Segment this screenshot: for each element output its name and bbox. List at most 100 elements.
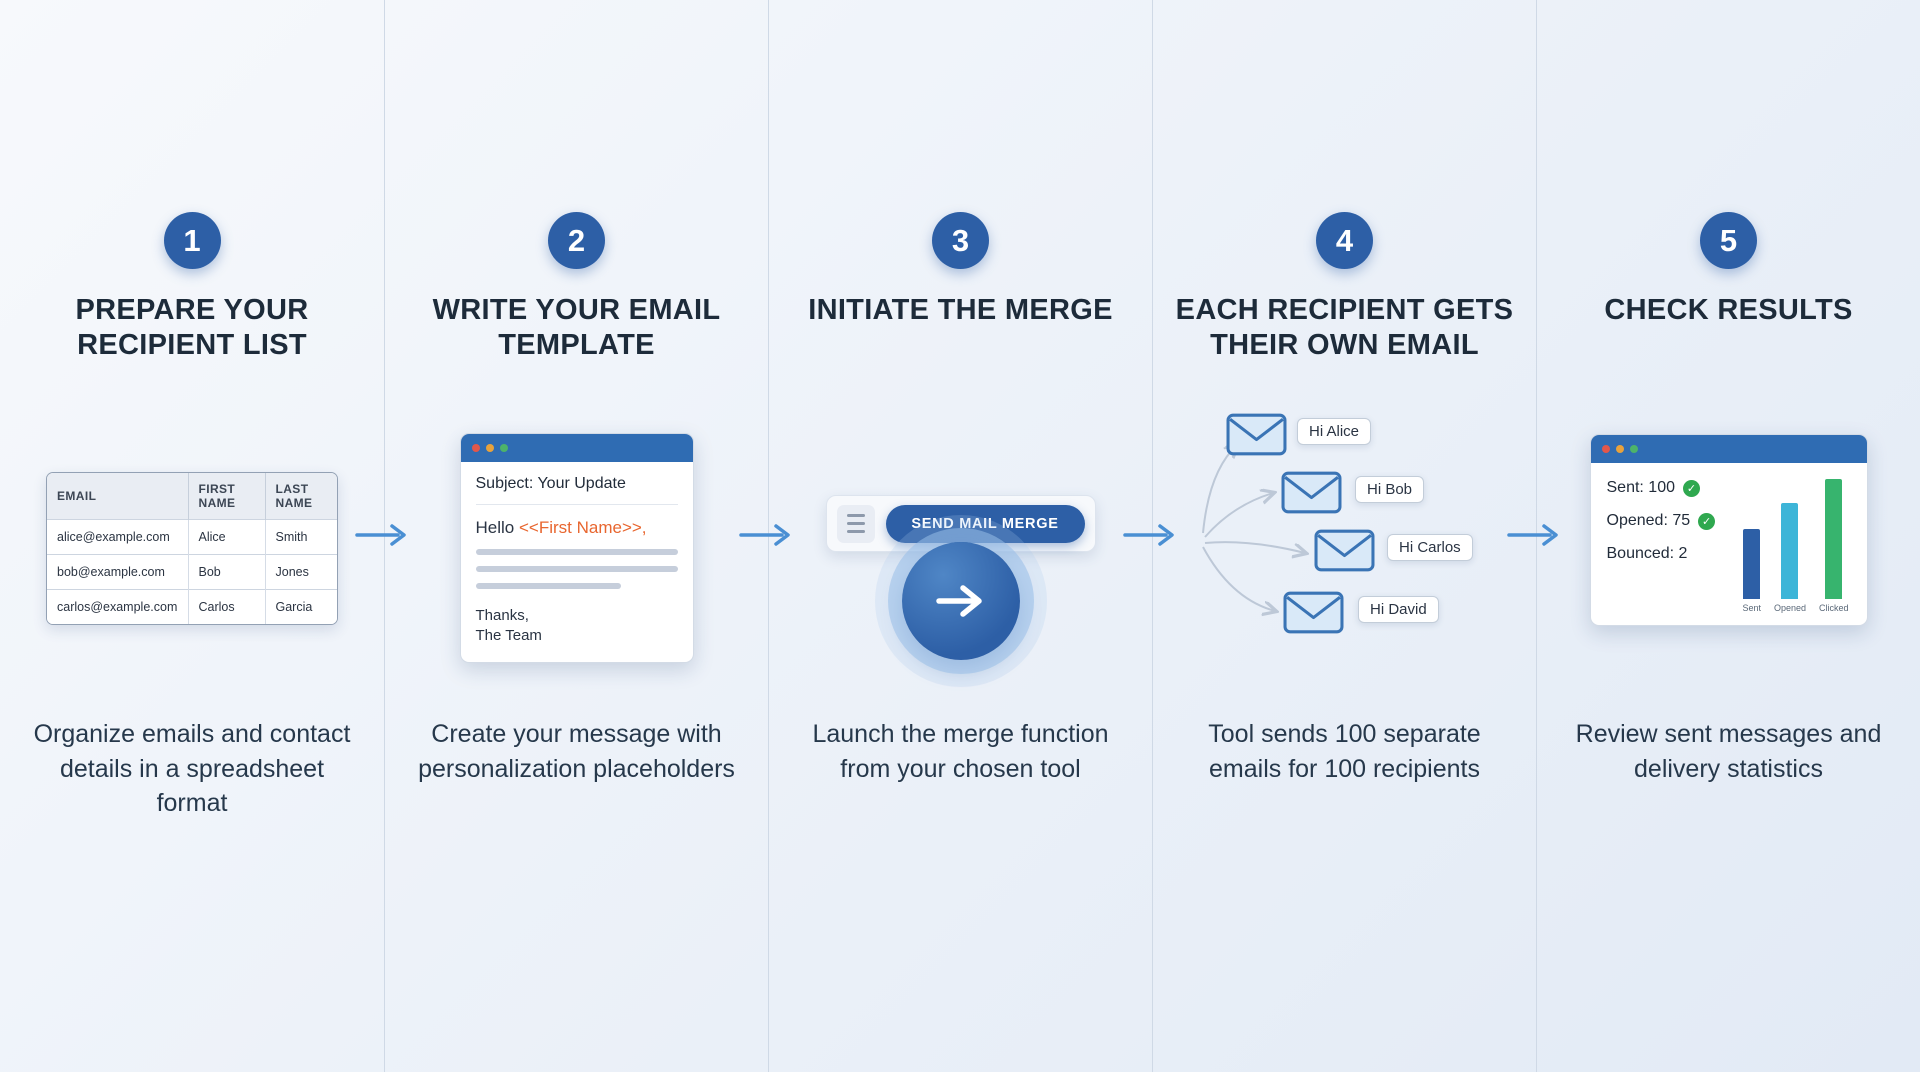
window-dot-green-icon [1629,445,1638,453]
step-2-illustration: Subject: Your Update Hello <<First Name>… [385,387,768,709]
email-template-body: Subject: Your Update Hello <<First Name>… [461,462,693,663]
bar [1781,503,1799,599]
table-cell: Bob [187,553,265,589]
stat-label: Opened: 75 [1606,512,1691,529]
recipient-tag-carlos: Hi Carlos [1387,534,1473,561]
email-signoff: Thanks, The Team [476,606,678,647]
flow-arrow-icon [1507,524,1558,546]
table-row: carlos@example.com Carlos Garcia [47,588,337,624]
recipient-tag-david: Hi David [1358,596,1439,623]
email-template-window: Subject: Your Update Hello <<First Name>… [459,432,694,664]
flow-arrow-icon [1123,524,1174,546]
window-dot-red-icon [471,443,480,452]
bar [1743,529,1761,599]
window-titlebar [460,433,693,462]
signoff-line-2: The Team [475,627,542,644]
stat-label: Sent: 100 [1606,479,1676,496]
merge-field-placeholder: <<First Name>>, [518,517,647,537]
bar-label: Sent [1742,603,1761,613]
window-dot-red-icon [1601,445,1610,453]
window-dot-orange-icon [1615,445,1624,453]
stat-sent: Sent: 100 ✓ [1607,479,1737,497]
envelope-icon [1314,529,1375,577]
table-row: alice@example.com Alice Smith [47,518,337,554]
launch-merge-arrow-button[interactable] [901,542,1020,660]
table-row: bob@example.com Bob Jones [47,553,337,589]
signoff-line-1: Thanks, [475,606,529,624]
recipient-tag-bob: Hi Bob [1355,476,1425,503]
step-column-3: 3 INITIATE THE MERGE SEND MAIL MERGE Lau… [768,0,1152,1072]
table-cell: bob@example.com [47,553,188,589]
flow-arrow-icon [739,524,790,546]
step-1-illustration: EMAIL FIRST NAME LAST NAME alice@example… [0,387,384,709]
table-cell: alice@example.com [47,518,188,554]
check-icon: ✓ [1698,512,1716,530]
step-5-number-badge: 5 [1700,212,1757,269]
step-3-title: INITIATE THE MERGE [808,294,1113,326]
step-5-illustration: Sent: 100 ✓ Opened: 75 ✓ Bounced: 2 [1537,387,1920,709]
step-4-title: EACH RECIPIENT GETS THEIR OWN EMAIL [1175,294,1514,362]
email-greeting-line: Hello <<First Name>>, [476,518,678,538]
results-bar-chart: Sent Opened Clicked [1742,479,1852,613]
table-cell: Smith [264,518,337,554]
bar-label: Clicked [1818,603,1849,613]
envelope-icon [1281,471,1342,519]
column-header-first-name: FIRST NAME [187,472,265,519]
step-4-illustration: Hi Alice Hi Bob Hi Carlos Hi David [1153,387,1536,709]
table-cell: carlos@example.com [47,588,188,624]
step-3-description: Launch the merge function from your chos… [812,720,1109,783]
column-header-email: EMAIL [47,472,188,519]
bar-sent: Sent [1742,529,1761,613]
column-header-last-name: LAST NAME [264,472,337,519]
step-2-number-badge: 2 [548,212,605,269]
bar-label: Opened [1773,603,1806,613]
bar-opened: Opened [1774,503,1806,613]
results-window: Sent: 100 ✓ Opened: 75 ✓ Bounced: 2 [1589,434,1868,626]
send-mail-merge-button[interactable]: SEND MAIL MERGE [885,504,1085,543]
table-cell: Alice [187,518,265,554]
hamburger-menu-icon [836,504,875,543]
step-5-description: Review sent messages and delivery statis… [1575,720,1882,783]
table-cell: Garcia [264,588,337,624]
step-column-5: 5 CHECK RESULTS Sent: 100 ✓ Open [1536,0,1920,1072]
step-3-number-badge: 3 [932,212,989,269]
step-1-title: PREPARE YOUR RECIPIENT LIST [75,294,309,362]
envelope-icon [1226,413,1287,461]
step-column-2: 2 WRITE YOUR EMAIL TEMPLATE Subject: You… [384,0,768,1072]
greeting-text: Hello [475,517,519,537]
step-4-description: Tool sends 100 separate emails for 100 r… [1208,720,1481,783]
table-cell: Jones [264,553,337,589]
delivery-stats: Sent: 100 ✓ Opened: 75 ✓ Bounced: 2 [1607,479,1737,613]
recipient-tag-alice: Hi Alice [1297,418,1372,445]
email-subject-line: Subject: Your Update [475,475,678,505]
merge-toolbar: SEND MAIL MERGE [825,495,1096,552]
right-arrow-icon [935,585,982,617]
stat-bounced: Bounced: 2 [1607,545,1737,563]
stat-opened: Opened: 75 ✓ [1607,512,1737,530]
step-5-title: CHECK RESULTS [1604,294,1853,326]
table-cell: Carlos [187,588,265,624]
step-2-title: WRITE YOUR EMAIL TEMPLATE [432,294,721,362]
bar [1825,479,1843,599]
envelope-icon [1283,591,1344,639]
step-2-description: Create your message with personalization… [418,720,735,783]
bar-clicked: Clicked [1819,479,1849,613]
table-header-row: EMAIL FIRST NAME LAST NAME [47,472,337,519]
recipient-table: EMAIL FIRST NAME LAST NAME alice@example… [46,471,338,625]
window-titlebar [1590,435,1867,463]
step-1-description: Organize emails and contact details in a… [33,720,351,817]
check-icon: ✓ [1683,479,1700,497]
text-skeleton-line [475,548,678,555]
window-dot-green-icon [499,443,508,452]
step-column-4: 4 EACH RECIPIENT GETS THEIR OWN EMAIL Hi… [1152,0,1536,1072]
text-skeleton-line [475,565,678,572]
results-body: Sent: 100 ✓ Opened: 75 ✓ Bounced: 2 [1591,463,1867,625]
flow-arrow-icon [355,524,406,546]
stat-label: Bounced: 2 [1606,545,1688,562]
step-column-1: 1 PREPARE YOUR RECIPIENT LIST EMAIL FIRS… [0,0,384,1072]
text-skeleton-line [475,582,621,589]
step-1-number-badge: 1 [163,212,221,269]
step-3-illustration: SEND MAIL MERGE [769,387,1152,709]
window-dot-orange-icon [485,443,494,452]
